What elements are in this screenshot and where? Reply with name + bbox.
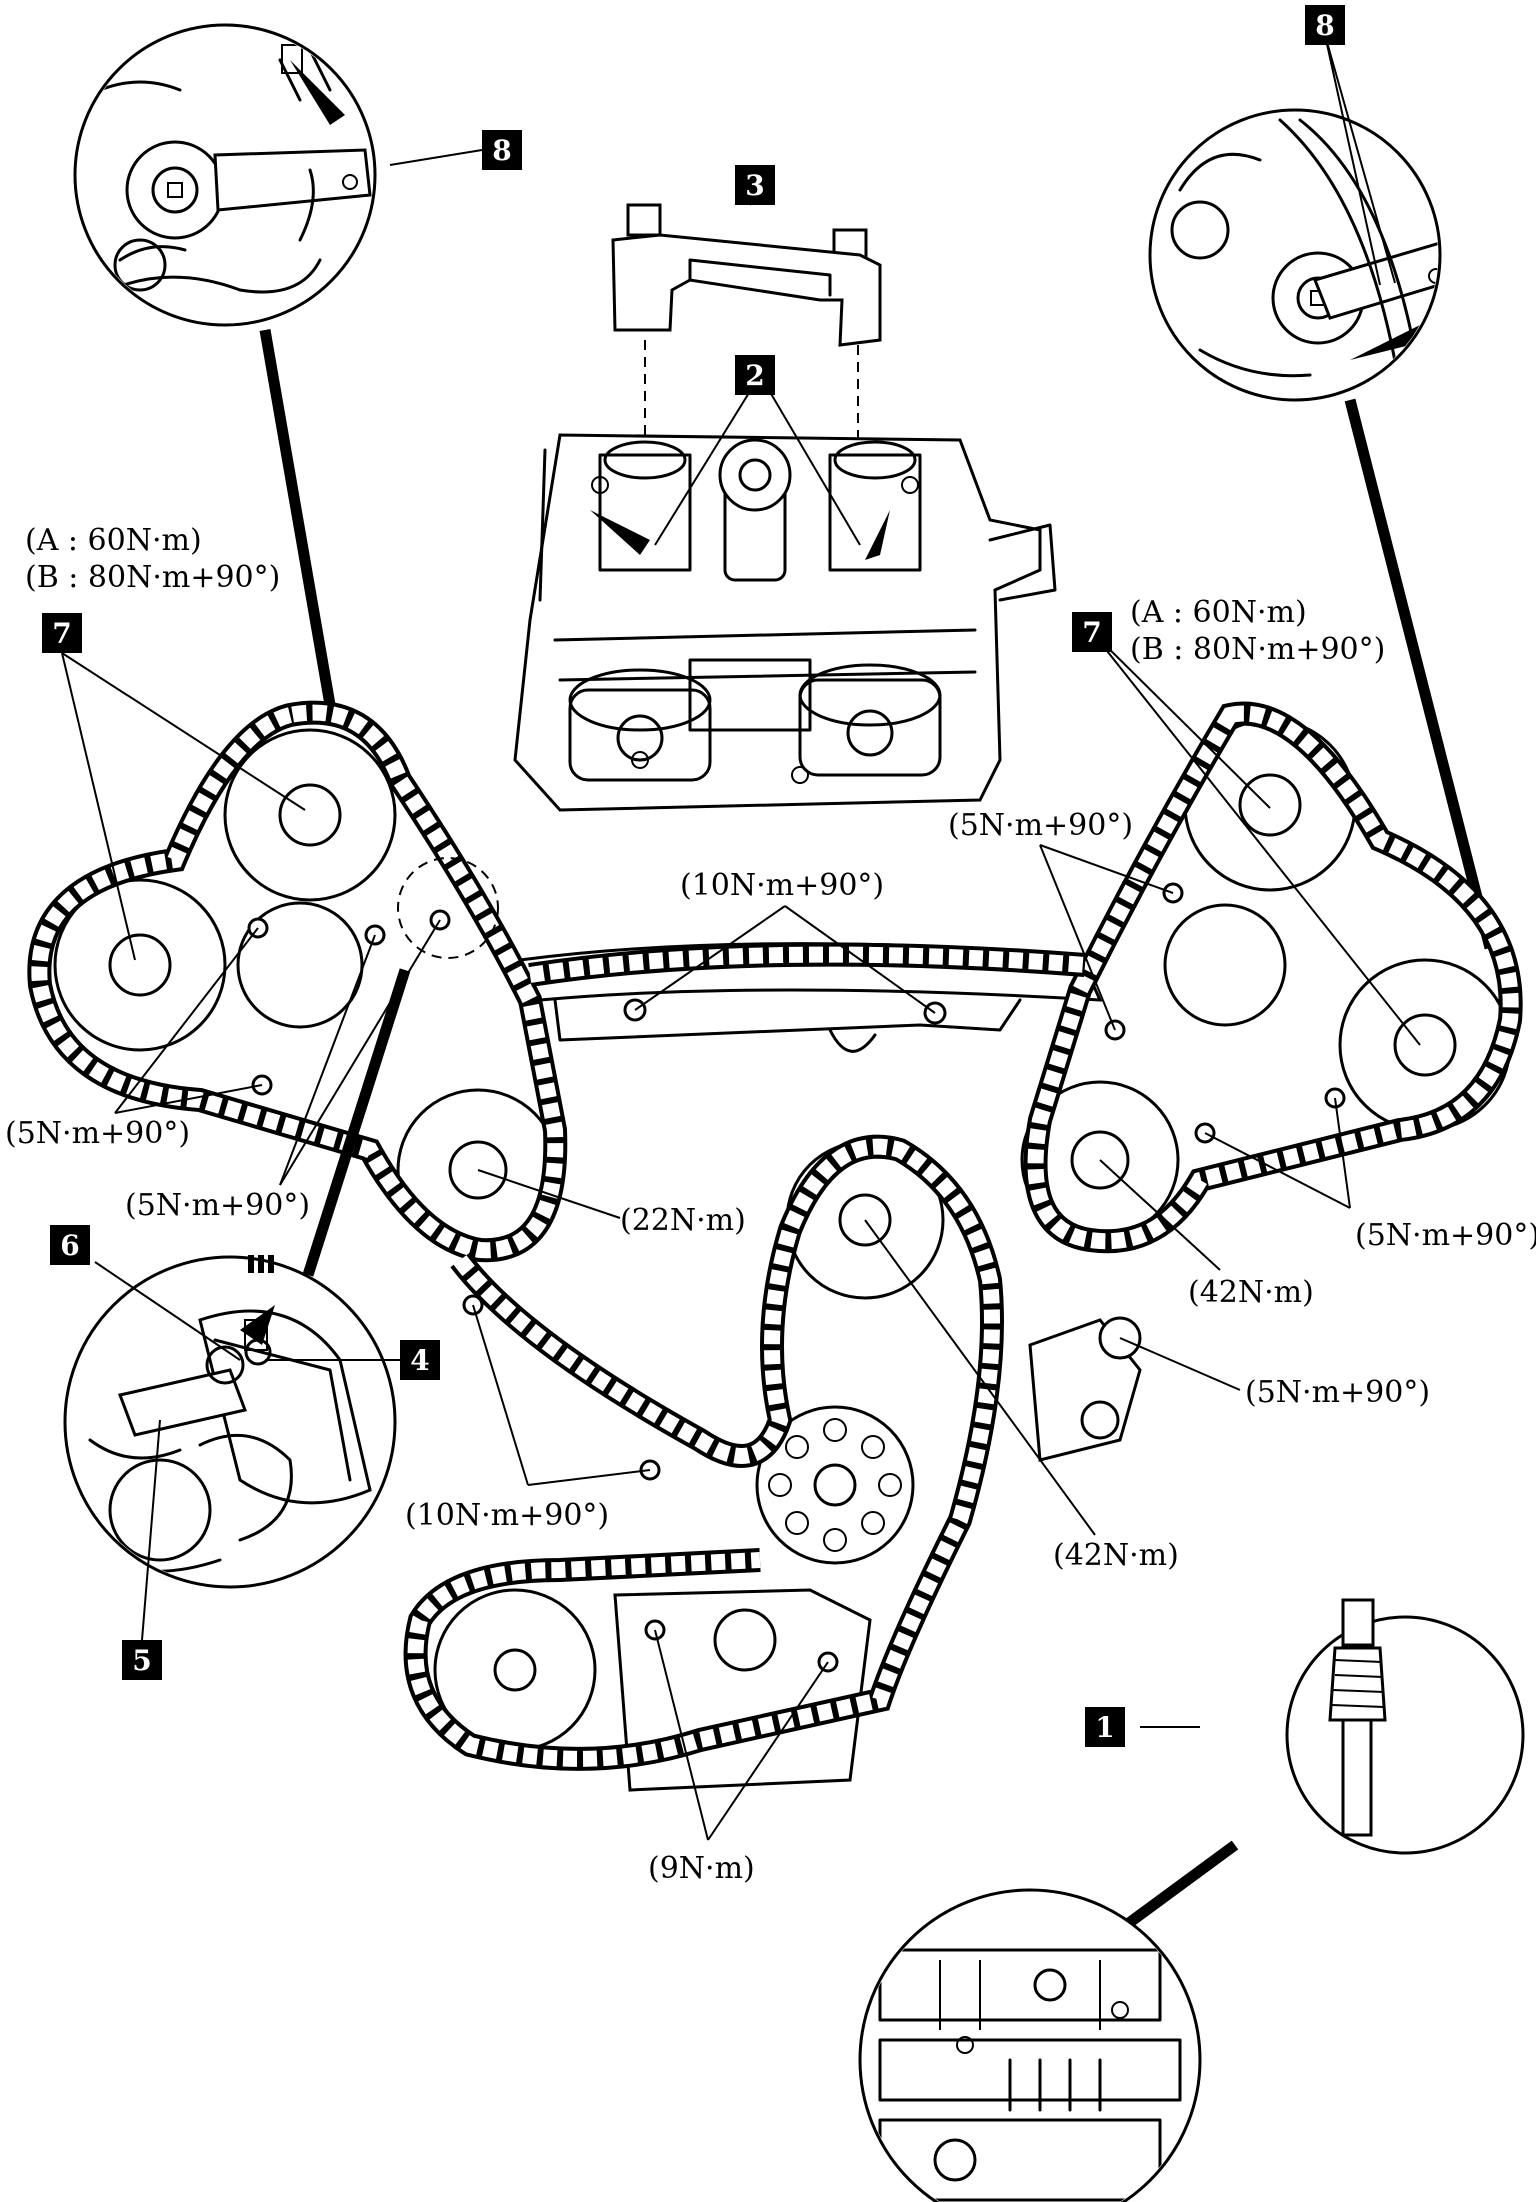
callout-4: 4: [400, 1340, 440, 1380]
callout-6: 6: [50, 1225, 90, 1265]
leader-left-detail: [259, 329, 339, 723]
callout-7-right: 7: [1072, 612, 1112, 652]
leader-lines: [61, 34, 1421, 1841]
detail-circle-cylinder-block: [858, 1888, 1202, 2202]
detail-circle-right-wrench: [1148, 108, 1442, 402]
detail-circle-glow-plug: [1285, 1598, 1525, 1855]
svg-text:6: 6: [60, 1229, 79, 1262]
torque-right-upper: (5N·m+90°): [948, 808, 1133, 843]
leader-right-detail: [1344, 398, 1496, 950]
callout-5: 5: [122, 1640, 162, 1680]
torque-idler-right: (42N·m): [1188, 1275, 1314, 1310]
callout-3: 3: [735, 165, 775, 205]
torque-left-b: (B : 80N·m+90°): [25, 560, 280, 595]
svg-text:8: 8: [492, 134, 511, 167]
torque-right-b: (B : 80N·m+90°): [1130, 632, 1385, 667]
torque-tensioner-right: (5N·m+90°): [1245, 1375, 1430, 1410]
leader-tensioner-detail: [302, 968, 411, 1277]
torque-left-a: (A : 60N·m): [25, 523, 202, 558]
callout-8-left: 8: [482, 130, 522, 170]
svg-text:7: 7: [1082, 616, 1101, 649]
torque-left-mid: (5N·m+90°): [125, 1188, 310, 1223]
torque-upper-guide: (10N·m+90°): [680, 868, 884, 903]
svg-text:3: 3: [745, 169, 764, 202]
cylinder-head-view: [513, 433, 1057, 812]
callout-7-left: 7: [42, 613, 82, 653]
torque-bottom-guide: (9N·m): [648, 1851, 755, 1886]
callout-2: 2: [735, 355, 775, 395]
svg-text:7: 7: [52, 617, 71, 650]
svg-text:2: 2: [745, 359, 764, 392]
detail-circle-left-wrench: [73, 23, 377, 327]
callout-1: 1: [1085, 1707, 1125, 1747]
svg-text:4: 4: [410, 1344, 429, 1377]
svg-text:8: 8: [1315, 9, 1334, 42]
torque-right-a: (A : 60N·m): [1130, 595, 1307, 630]
torque-left-lower: (5N·m+90°): [5, 1116, 190, 1151]
svg-text:5: 5: [132, 1644, 151, 1677]
torque-right-lower: (5N·m+90°): [1355, 1218, 1536, 1253]
detail-circle-tensioner: [63, 1255, 397, 1589]
torque-idler-left: (22N·m): [620, 1203, 746, 1238]
torque-lower-guide: (10N·m+90°): [405, 1498, 609, 1533]
svg-text:1: 1: [1095, 1711, 1114, 1744]
callout-8-right: 8: [1305, 5, 1345, 45]
torque-crank-sprocket: (42N·m): [1053, 1538, 1179, 1573]
